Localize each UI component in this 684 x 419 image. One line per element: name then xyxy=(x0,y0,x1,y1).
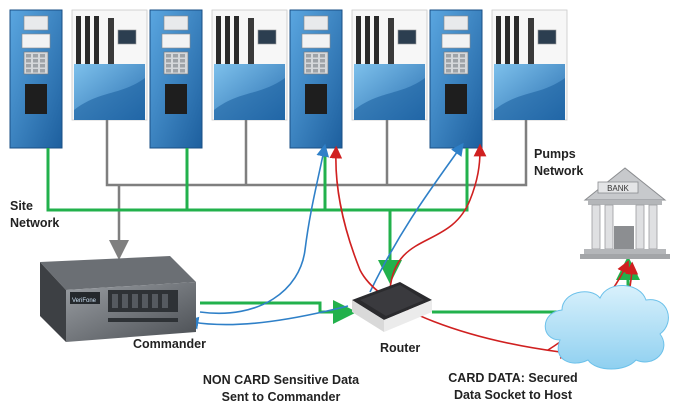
site-network-label-2: Network xyxy=(10,216,60,230)
commander-device: VeriFone xyxy=(40,256,196,342)
non-card-data-label-2: Sent to Commander xyxy=(221,390,341,404)
pumps-network-label: Pumps xyxy=(534,147,576,161)
card-data-label-2: Data Socket to Host xyxy=(453,388,573,402)
bank-icon: BANK xyxy=(580,167,670,259)
card-data-label: CARD DATA: Secured xyxy=(448,371,578,385)
card-data-paths xyxy=(329,143,639,359)
pumps-network-label-2: Network xyxy=(534,164,584,178)
non-card-data-paths xyxy=(185,142,464,330)
site-network-label: Site xyxy=(10,199,33,213)
router-label: Router xyxy=(380,341,421,355)
commander-label: Commander xyxy=(133,337,206,351)
device-brand: VeriFone xyxy=(72,298,97,304)
router-device xyxy=(352,282,432,332)
site-network-lines xyxy=(46,148,640,324)
cloud-icon xyxy=(544,285,669,370)
bank-sign: BANK xyxy=(607,184,629,193)
non-card-data-label: NON CARD Sensitive Data xyxy=(202,373,360,387)
fuel-pump-4 xyxy=(429,9,568,149)
fuel-pump-2 xyxy=(149,9,288,149)
fuel-pump-3 xyxy=(289,9,428,149)
fuel-pump-1 xyxy=(9,9,148,149)
